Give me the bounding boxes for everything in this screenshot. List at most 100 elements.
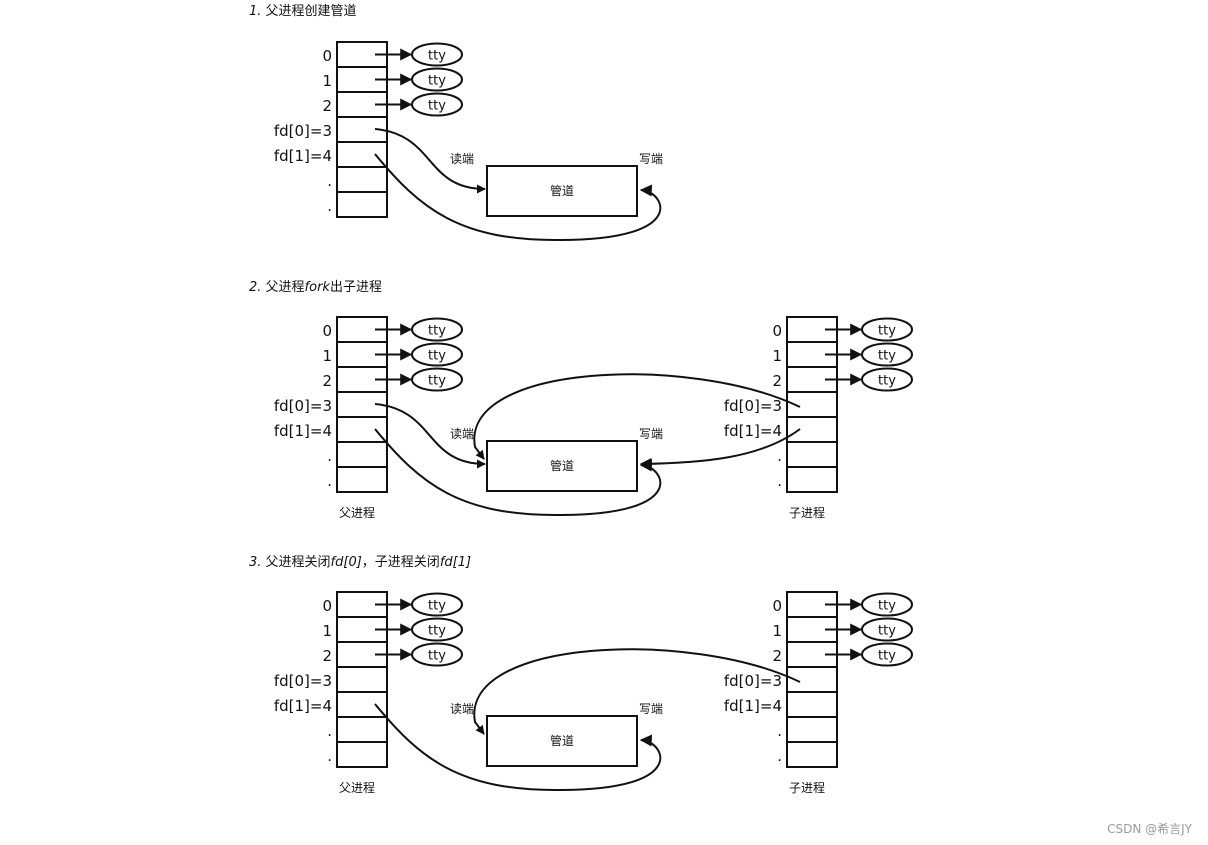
tty-ellipse [861, 317, 913, 342]
fd-label: 2 [322, 372, 332, 390]
tty-label: tty [428, 599, 446, 614]
tty-label: tty [428, 99, 446, 114]
tty-label: tty [878, 624, 896, 639]
step-3: 3. 父进程关闭fd[0]，子进程关闭fd[1] 0 1 2 fd[0]=3 fd[1]=… [249, 555, 913, 795]
fd-label: 1 [322, 347, 332, 365]
tty-label: tty [878, 374, 896, 389]
fd-cell [786, 691, 838, 718]
tty-ellipse [411, 67, 463, 92]
write-end-label: 写端 [639, 427, 663, 441]
pipe-label: 管道 [550, 458, 574, 473]
fd-label: fd[0]=3 [274, 122, 332, 140]
tty-label: tty [428, 324, 446, 339]
fd-label: 0 [772, 597, 782, 615]
step-1: 1. 父进程创建管道012fd[0]=3fd[1]=4..ttyttytty管道… [249, 4, 663, 242]
fd-label: fd[0]=3 [724, 672, 782, 690]
fd-label: 0 [772, 322, 782, 340]
child-write-arrow [639, 428, 801, 470]
fd-cell [786, 441, 838, 468]
step-title: 3. 父进程关闭fd[0]，子进程关闭fd[1] [249, 555, 471, 570]
fd-cell [786, 716, 838, 743]
tty-ellipse [411, 42, 463, 67]
tty-ellipse [411, 342, 463, 367]
tty-label: tty [428, 374, 446, 389]
fd-cell [336, 466, 388, 493]
parent-process-label: 父进程 [339, 505, 375, 520]
fd-cell [336, 716, 388, 743]
child-read-arrow [473, 648, 801, 735]
fd-cell [336, 416, 388, 443]
fd-label: 0 [322, 322, 332, 340]
tty-label: tty [878, 649, 896, 664]
fd-cell [786, 741, 838, 768]
fd-label: 1 [772, 347, 782, 365]
fd-label: . [327, 197, 332, 215]
tty-ellipse [861, 617, 913, 642]
fd-cell [336, 441, 388, 468]
pipe-label: 管道 [550, 183, 574, 198]
fd-label: 2 [772, 372, 782, 390]
fd-label: . [327, 722, 332, 740]
fd-cell [786, 316, 838, 343]
read-end-label: 读端 [450, 702, 474, 716]
parent-write-arrow [374, 703, 662, 792]
fd-cell [786, 466, 838, 493]
write-end-label: 写端 [639, 702, 663, 716]
child-read-arrow [473, 373, 801, 460]
fd-cell [336, 741, 388, 768]
tty-ellipse [861, 642, 913, 667]
fd-label: fd[1]=4 [724, 697, 782, 715]
fd-label: 2 [322, 647, 332, 665]
tty-ellipse [411, 92, 463, 117]
tty-label: tty [428, 624, 446, 639]
pipe-box [486, 715, 638, 767]
parent-write-arrow [374, 153, 662, 242]
fd-label: . [777, 747, 782, 765]
fd-cell [336, 166, 388, 193]
tty-label: tty [428, 649, 446, 664]
fd-cell [336, 191, 388, 218]
parent-read-arrow [374, 403, 486, 469]
fd-label: . [777, 472, 782, 490]
tty-ellipse [861, 592, 913, 617]
tty-label: tty [878, 599, 896, 614]
fd-label: fd[0]=3 [274, 672, 332, 690]
pipe-box [486, 440, 638, 492]
child-process-label: 子进程 [789, 505, 825, 520]
fd-label: . [327, 172, 332, 190]
pipe-label: 管道 [550, 733, 574, 748]
fd-cell [336, 666, 388, 693]
step-title: 1. 父进程创建管道 [249, 4, 357, 19]
fd-label: fd[1]=4 [274, 147, 332, 165]
fd-label: . [777, 447, 782, 465]
fd-cell [336, 141, 388, 168]
tty-label: tty [428, 74, 446, 89]
fd-label: fd[1]=4 [724, 422, 782, 440]
child-process-label: 子进程 [789, 780, 825, 795]
watermark: CSDN @希言JY [1107, 822, 1192, 836]
tty-label: tty [878, 324, 896, 339]
parent-read-arrow [374, 128, 486, 194]
read-end-label: 读端 [450, 152, 474, 166]
pipe-box [486, 165, 638, 217]
fd-label: 1 [772, 622, 782, 640]
step-2: 2. 父进程fork出子进程012fd[0]=3fd[1]=4..ttyttyt… [249, 280, 913, 520]
parent-process-label: 父进程 [339, 780, 375, 795]
fd-label: 1 [322, 72, 332, 90]
tty-label: tty [878, 349, 896, 364]
read-end-label: 读端 [450, 427, 474, 441]
tty-label: tty [428, 49, 446, 64]
fd-cell [786, 416, 838, 443]
tty-ellipse [411, 617, 463, 642]
fd-label: . [327, 447, 332, 465]
fd-label: 2 [322, 97, 332, 115]
step-title: 2. 父进程fork出子进程 [249, 280, 382, 295]
fd-label: . [327, 747, 332, 765]
fd-label: 2 [772, 647, 782, 665]
